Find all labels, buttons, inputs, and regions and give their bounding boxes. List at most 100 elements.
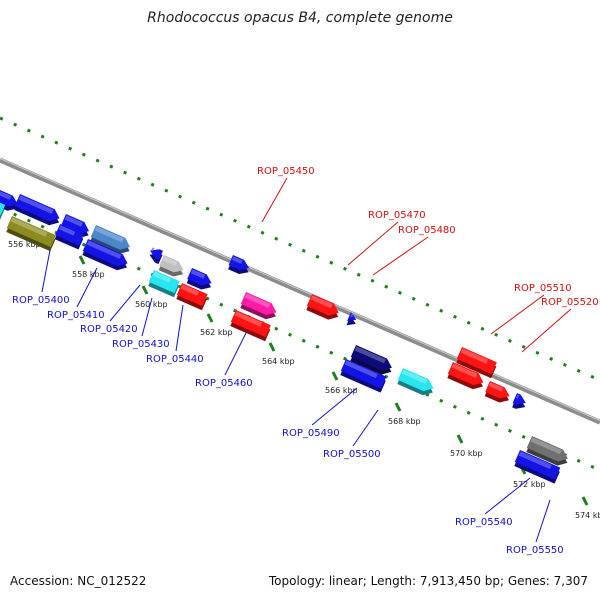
gene-block-blue [514,450,561,484]
gene-block-highlight [244,293,271,308]
gene-label-text: ROP_05540 [455,517,513,528]
scale-tick-570: 570 kbp [450,434,483,458]
gene-block-highlight [0,191,12,200]
gene-block-highlight [64,215,84,227]
gene-block-red [456,347,497,379]
gene-block-navy [350,345,392,375]
gene-label-text: ROP_05490 [282,428,340,439]
gene-label-leader [261,177,288,223]
scale-tick-label: 566 kbp [325,386,358,395]
gene-label-text: ROP_05400 [12,295,70,306]
gene-labels: ROP_05400ROP_05410ROP_05420ROP_05430ROP_… [12,166,599,556]
scale-tick-label: 572 kbp [513,480,546,489]
scale-tick-558: 558 kbp [72,255,105,279]
gene-label-text: ROP_05430 [112,339,170,350]
gene-label-text: ROP_05440 [146,354,204,365]
gene-features [0,190,568,484]
gene-label-rop-05520: ROP_05520 [521,297,599,353]
scale-tick-mark [268,342,276,352]
gene-block-face [512,393,526,405]
scale-tick-562: 562 kbp [200,313,233,337]
gene-block-highlight [350,313,354,318]
gene-label-rop-05450: ROP_05450 [257,166,315,223]
gene-label-leader [347,221,399,266]
gene-block-highlight [488,382,504,392]
scale-ticks: 556 kbp 558 kbp 560 kbp 562 kbp 564 kbp 566 k… [8,225,600,520]
gene-block-blue [346,312,357,326]
gene-label-leader [76,267,98,308]
gene-block-highlight [451,363,478,378]
topology-text: Topology: linear; Length: 7,913,450 bp; … [268,574,588,588]
gene-block-highlight [344,360,378,379]
gene-block-highlight [530,437,562,455]
gene-block-highlight [86,240,122,259]
gene-block-blue [186,268,212,290]
gene-label-leader [311,387,358,426]
gene-label-leader [535,499,551,543]
gene-label-rop-05400: ROP_05400 [12,249,70,306]
gene-block-face [0,201,6,216]
gene-block-highlight [151,247,155,252]
gene-block-magenta [240,292,277,320]
scale-tick-564: 564 kbp [262,342,295,366]
scale-tick-label: 558 kbp [72,270,105,279]
gene-label-rop-05430: ROP_05430 [112,297,170,350]
gene-block-blue [228,255,250,275]
accession-text: Accession: NC_012522 [10,574,147,588]
gene-label-rop-05440: ROP_05440 [146,304,204,365]
gene-label-text: ROP_05510 [514,283,572,294]
gene-label-text: ROP_05470 [368,210,426,221]
scale-tick-mark [78,255,86,265]
gene-block-red [230,310,271,342]
gene-label-leader [141,297,153,337]
scale-tick-label: 570 kbp [450,449,483,458]
gene-block-blue [82,239,128,271]
gene-label-leader [372,236,429,276]
scale-tick-mark [581,496,589,506]
gene-block-highlight [515,394,520,399]
scale-tick-label: 574 kbp [575,511,600,520]
scale-tick-label: 560 kbp [135,300,168,309]
gene-label-leader [224,332,247,376]
gene-label-leader [490,294,545,335]
gene-label-text: ROP_05410 [47,310,105,321]
scale-tick-label: 556 kbp [8,240,41,249]
gene-block-highlight [518,451,552,470]
gene-label-rop-05540: ROP_05540 [455,477,531,528]
gene-label-leader [352,409,379,447]
gene-block-cyan [397,368,434,396]
gene-block-highlight [310,295,333,309]
scale-tick-566: 566 kbp [325,371,358,395]
gene-block-highlight [460,348,489,364]
gene-block-olive [6,216,56,252]
gene-block-cyan [0,201,6,220]
gene-block-red [306,294,339,320]
gene-label-text: ROP_05480 [398,225,456,236]
scale-tick-label: 562 kbp [200,328,233,337]
gene-label-text: ROP_05460 [195,378,253,389]
gene-block-red [176,283,208,311]
gene-label-rop-05410: ROP_05410 [47,267,105,321]
gene-label-rop-05470: ROP_05470 [347,210,426,266]
gene-block-silver [158,255,184,277]
gene-label-leader [41,249,51,293]
genome-title: Rhodococcus opacus B4, complete genome [147,10,453,26]
gene-block-shadow [346,316,356,326]
scale-tick-mark [206,313,214,323]
gene-block-cyan [148,270,180,298]
gene-block-highlight [152,271,172,283]
gene-block-blue [512,393,526,409]
scale-tick-568: 568 kbp [388,402,421,426]
gene-block-highlight [401,369,428,384]
gene-label-leader [521,308,572,353]
gene-block-highlight [180,284,200,296]
gene-block-red [484,381,510,403]
gene-block-highlight [162,256,178,266]
gene-label-rop-05550: ROP_05550 [506,499,564,556]
gene-block-red [447,362,484,390]
gene-block-blue [54,224,84,250]
gene-label-leader [484,477,531,515]
gene-label-rop-05490: ROP_05490 [282,387,358,439]
